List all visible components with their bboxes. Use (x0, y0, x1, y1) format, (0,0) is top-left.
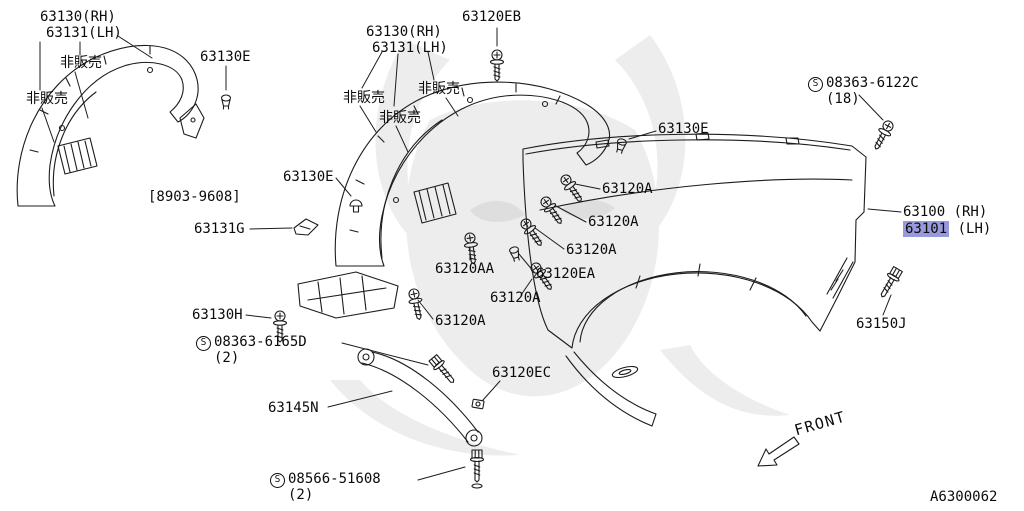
left-fender-liner (16, 44, 205, 207)
label-63120ea: 63120EA (536, 266, 596, 282)
front-fender-panel (522, 132, 867, 427)
s-mark-icon: S (270, 473, 285, 488)
bolt-08363-6165d-icon (427, 353, 459, 388)
label-center-not-sold-c: 非販売 (418, 81, 460, 97)
label-63120aa: 63120AA (435, 261, 495, 277)
label-left-not-sold-b: 非販売 (26, 91, 68, 107)
label-63150j: 63150J (856, 316, 907, 332)
screw-08363-6122c-icon (869, 117, 897, 153)
label-center-title-rh: 63130(RH) (366, 24, 442, 40)
label-63130h: 63130H (192, 307, 243, 323)
label-left-title-rh: 63130(RH) (40, 9, 116, 25)
label-63120a-4: 63120A (490, 290, 541, 306)
splash-shield (297, 271, 399, 319)
label-08363-6122c-qty: (18) (826, 91, 860, 107)
s-mark-icon: S (196, 336, 211, 351)
nut-63120ec-icon (471, 398, 485, 410)
label-left-not-sold-a: 非販売 (60, 55, 102, 71)
label-fender-lh-suffix: (LH) (957, 221, 992, 237)
leader-lines (39, 27, 902, 481)
s-mark-icon: S (808, 77, 823, 92)
label-left-title-lh: 63131(LH) (46, 25, 122, 41)
label-63130e-left: 63130E (200, 49, 251, 65)
center-fender-liner (334, 81, 611, 267)
label-63120a-5: 63120A (435, 313, 486, 329)
label-center-title-lh: 63131(LH) (372, 40, 448, 56)
label-fender-lh: 63101 (LH) (903, 221, 992, 237)
label-date-range: [8903-9608] (148, 189, 241, 205)
label-63120a-2: 63120A (588, 214, 639, 230)
bolt-63150j-icon (875, 265, 905, 301)
front-arrow-icon (757, 436, 800, 467)
label-63130e-right: 63130E (658, 121, 709, 137)
clip-63130e-left-icon (220, 94, 232, 110)
diagram-code: A6300062 (930, 489, 998, 505)
watermark-graphic (330, 35, 790, 456)
label-63131g: 63131G (194, 221, 245, 237)
bracket-63131g (293, 218, 319, 236)
label-63120ec: 63120EC (492, 365, 552, 381)
label-63120a-1: 63120A (602, 181, 653, 197)
grommet-63130e-center-icon (349, 199, 363, 213)
label-fender-rh: 63100 (RH) (903, 204, 988, 220)
label-08363-6165d-text: 08363-6165D (214, 334, 307, 350)
highlighted-part-number: 63101 (903, 221, 950, 237)
label-63145n: 63145N (268, 400, 319, 416)
label-08363-6165d-qty: (2) (214, 350, 240, 366)
bolt-08566-51608-icon (469, 449, 485, 483)
label-08363-6122c-text: 08363-6122C (826, 75, 919, 91)
label-63120a-3: 63120A (566, 242, 617, 258)
label-08566-51608-qty: (2) (288, 487, 314, 503)
screw-63120eb-icon (489, 49, 505, 82)
stay-rod (357, 348, 483, 489)
label-63130e-center: 63130E (283, 169, 334, 185)
label-center-not-sold-a: 非販売 (343, 90, 385, 106)
label-center-not-sold-b: 非販売 (379, 110, 421, 126)
label-63120eb: 63120EB (462, 9, 522, 25)
label-08566-51608-text: 08566-51608 (288, 471, 381, 487)
